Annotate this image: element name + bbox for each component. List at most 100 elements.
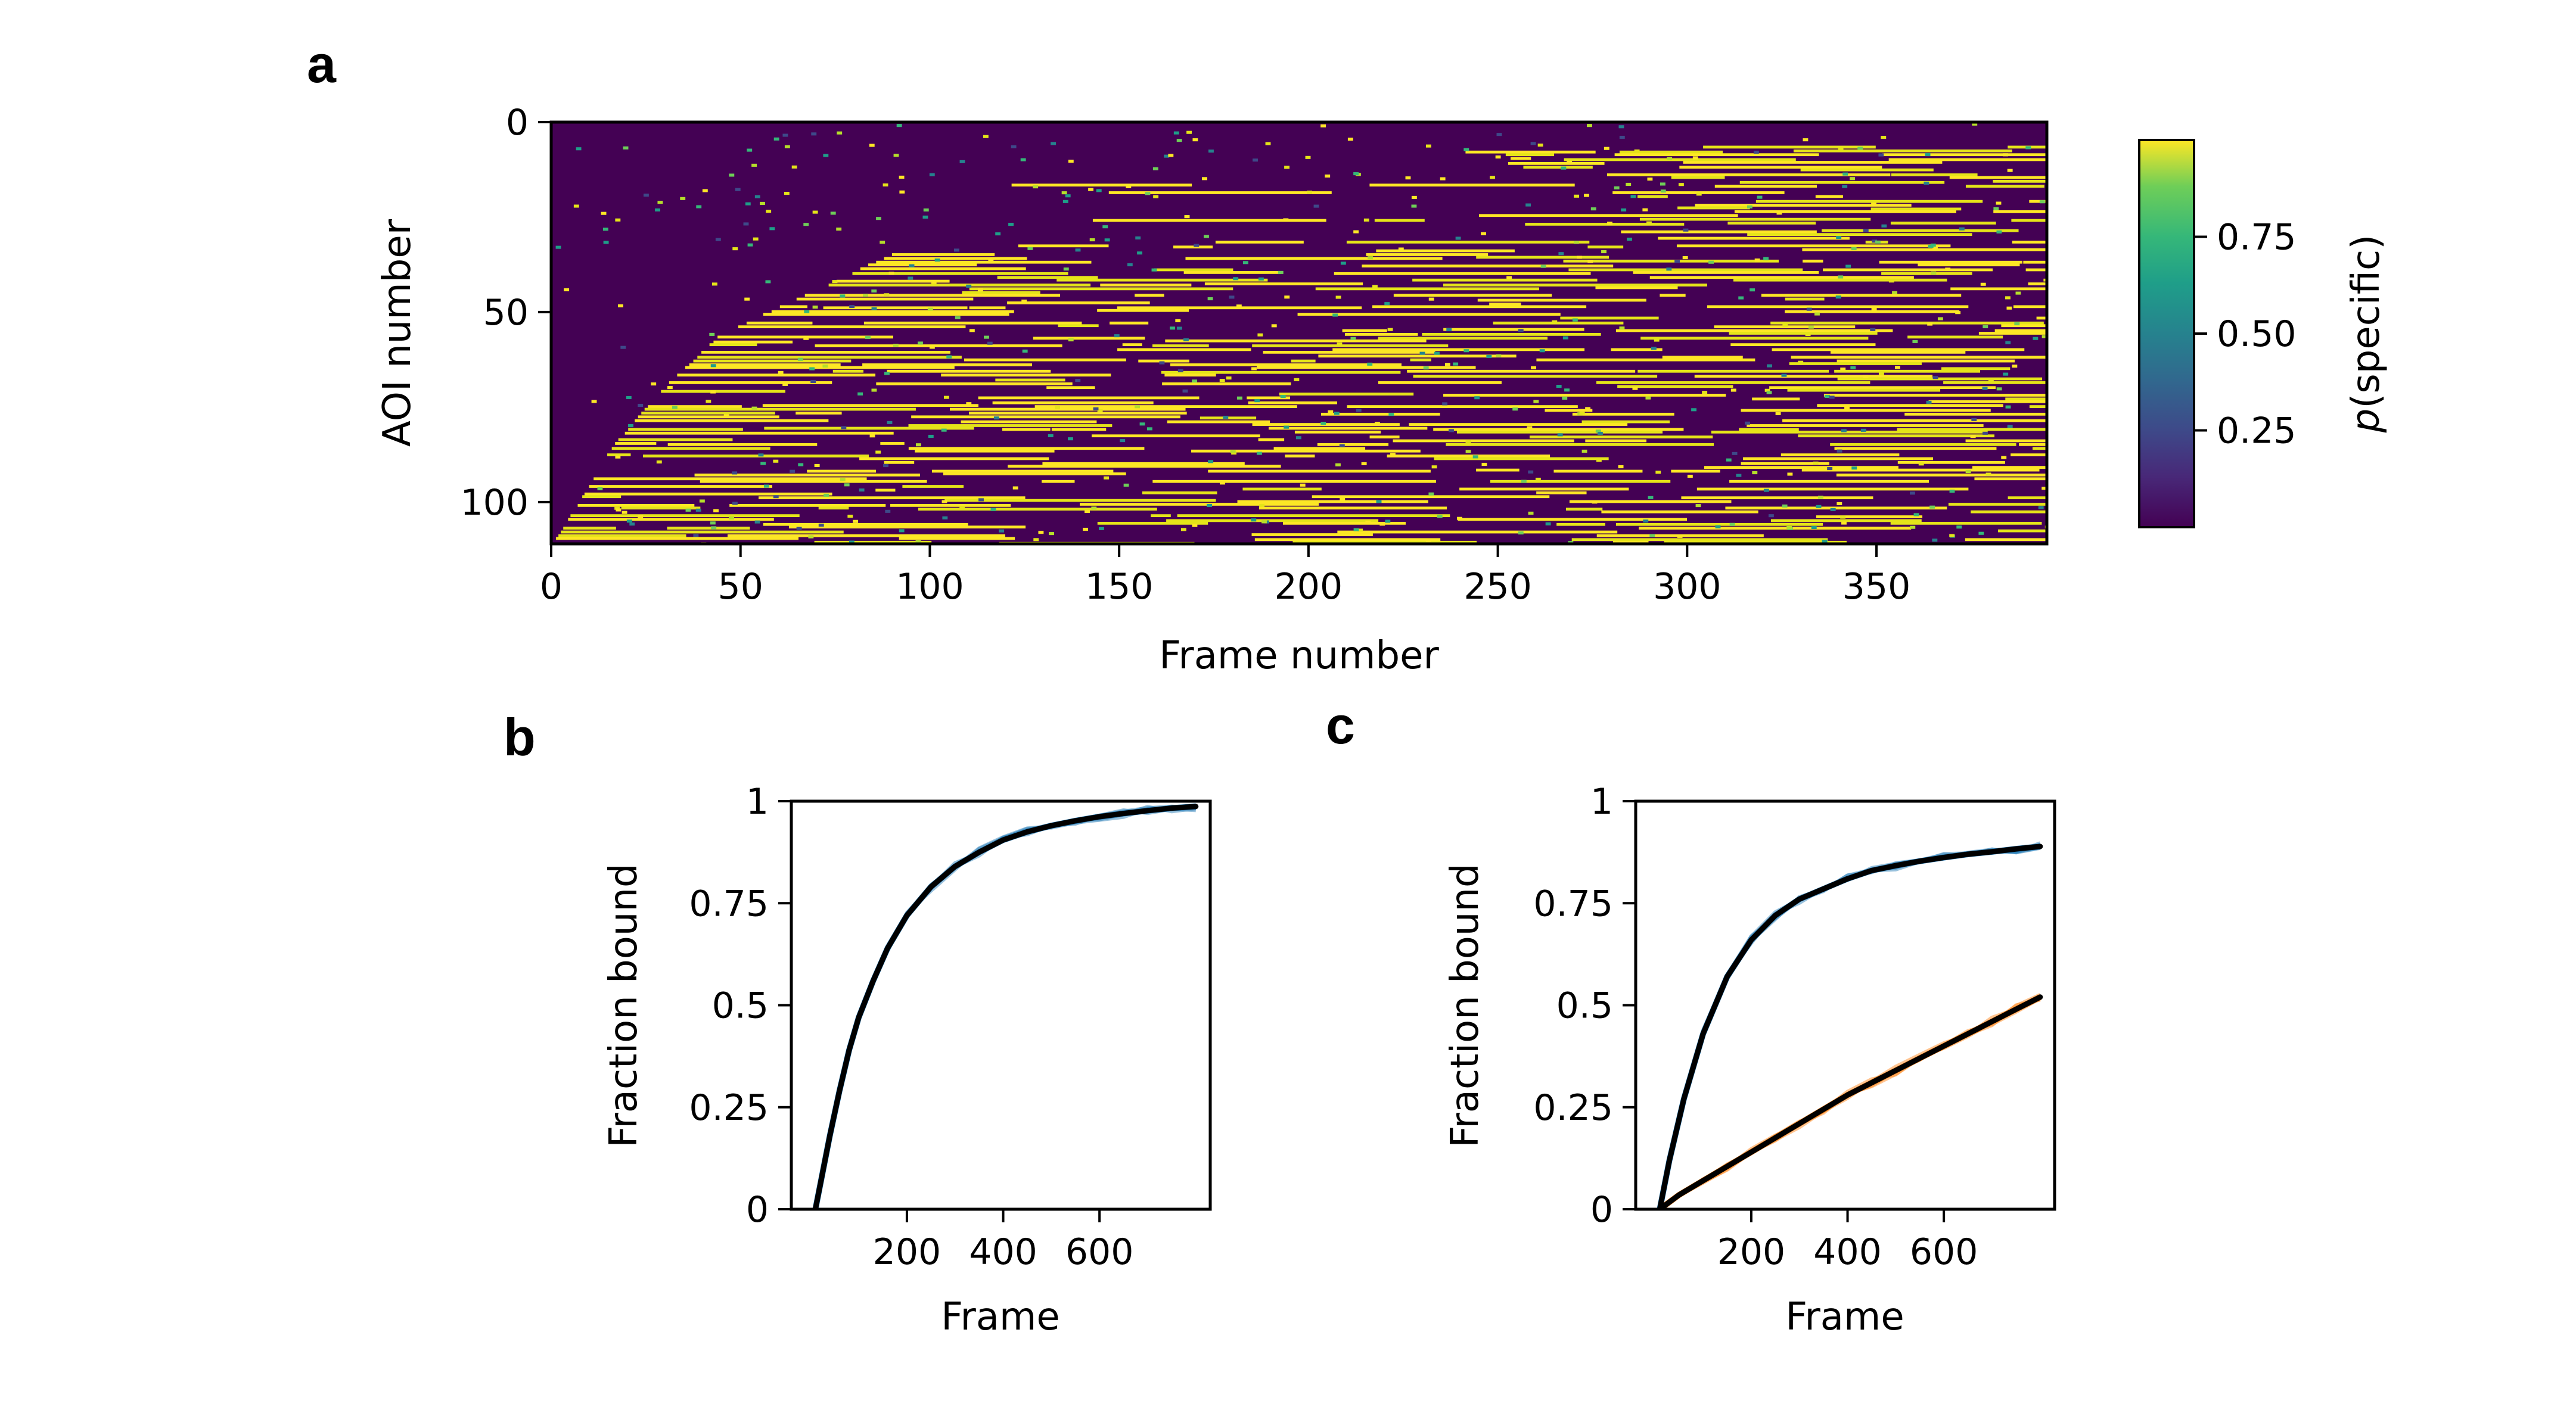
heatmap-speckle [811,132,817,136]
heatmap-speckle [1152,167,1158,170]
heatmap-speckle [1648,496,1654,499]
heatmap-speckle [1683,228,1689,232]
heatmap-speckle [1878,153,1884,157]
heatmap-bound-segment [908,447,1145,450]
heatmap-speckle [832,280,838,284]
heatmap-bound-segment [1739,180,1945,184]
heatmap-bound-segment [891,253,995,256]
heatmap-speckle [1830,508,1836,512]
heatmap-speckle [1192,379,1197,383]
heatmap-bound-segment [1477,298,1646,302]
heatmap-bound-segment [1950,287,2047,291]
heatmap-speckle [1126,185,1132,188]
heatmap-speckle [899,190,905,194]
heatmap-speckle [1803,138,1809,142]
heatmap-bound-segment [648,405,742,408]
heatmap-bound-segment [762,404,979,407]
panel-c-y-tick-label: 0.5 [1556,985,1613,1027]
heatmap-speckle [830,211,836,215]
heatmap-bound-segment [1614,153,1819,157]
heatmap-speckle [1207,297,1213,301]
heatmap-speckle [1428,297,1434,301]
heatmap-speckle [628,424,633,428]
heatmap-speckle [1860,428,1866,432]
heatmap-speckle [893,154,899,157]
heatmap-bound-segment [1780,453,1900,456]
heatmap-bound-segment [561,530,844,534]
heatmap-bound-segment [1568,268,1803,272]
heatmap-speckle [849,305,855,309]
heatmap-speckle [745,202,751,206]
heatmap-bound-segment [1422,333,1601,336]
heatmap-bound-segment [964,358,1126,362]
heatmap-bound-segment [1493,321,1624,325]
heatmap-bound-segment [582,495,622,499]
heatmap-bound-segment [1907,335,2003,339]
colorbar-label: p(specific) [2344,235,2388,433]
heatmap-speckle [2015,291,2021,295]
heatmap-bound-segment [1369,183,1575,187]
heatmap-speckle [615,218,621,222]
heatmap-bound-segment [641,412,775,415]
heatmap-speckle [753,237,759,241]
heatmap-speckle [1173,131,1179,135]
heatmap-speckle [1325,174,1331,178]
panel-c-y-tick-label: 0.75 [1533,883,1613,924]
heatmap-bound-segment [1965,538,2047,541]
heatmap-bound-segment [1170,363,1402,366]
heatmap-speckle [1817,496,1823,499]
heatmap-bound-segment [1347,405,1578,408]
heatmap-bound-segment [1536,491,1587,494]
heatmap-speckle [1063,267,1069,271]
heatmap-speckle [814,463,820,467]
heatmap-speckle [1618,465,1624,469]
heatmap-speckle [1151,268,1157,272]
heatmap-bound-segment [1621,230,1817,234]
heatmap-bound-segment [1747,233,1972,236]
heatmap-speckle [1353,172,1359,176]
heatmap-bound-segment [1162,382,1291,385]
heatmap-speckle [1949,534,1955,537]
heatmap-bound-segment [1606,173,1891,176]
heatmap-bound-segment [1729,332,1878,335]
heatmap-speckle [699,499,705,503]
heatmap-bound-segment [746,321,813,325]
heatmap-speckle [1972,122,1978,126]
heatmap-bound-segment [1151,514,1171,518]
heatmap-bound-segment [1138,359,1189,363]
colorbar-tick-label: 0.25 [2217,410,2297,452]
heatmap-bound-segment [1097,309,1189,312]
heatmap-speckle [1098,527,1104,530]
heatmap-bound-segment [1011,183,1192,187]
heatmap-speckle [1531,366,1536,369]
heatmap-bound-segment [1091,434,1260,438]
heatmap-speckle [1425,144,1431,148]
heatmap-bound-segment [1918,263,2020,267]
heatmap-bound-segment [1617,385,1733,388]
heatmap-speckle [1586,124,1592,127]
heatmap-bound-segment [1704,466,1898,469]
heatmap-bound-segment [1317,443,1389,446]
heatmap-speckle [1220,481,1225,485]
heatmap-speckle [638,515,644,518]
heatmap-bound-segment [1888,158,2047,161]
heatmap-speckle [1284,295,1290,299]
heatmap-bound-segment [1046,386,1095,390]
heatmap-speckle [812,305,818,309]
heatmap-speckle [1012,486,1018,490]
heatmap-speckle [710,390,716,394]
heatmap-speckle [1374,422,1380,425]
heatmap-speckle [1614,186,1620,189]
heatmap-bound-segment [693,359,852,363]
heatmap-speckle [1850,366,1856,369]
heatmap-bound-segment [1553,469,1643,473]
heatmap-speckle [1145,192,1151,195]
heatmap-speckle [863,293,868,297]
heatmap-bound-segment [1881,272,1972,275]
heatmap-speckle [2041,487,2047,490]
heatmap-speckle [1097,409,1103,412]
heatmap-speckle [1334,412,1340,415]
heatmap-speckle [797,357,803,361]
heatmap-bound-segment [556,537,799,540]
